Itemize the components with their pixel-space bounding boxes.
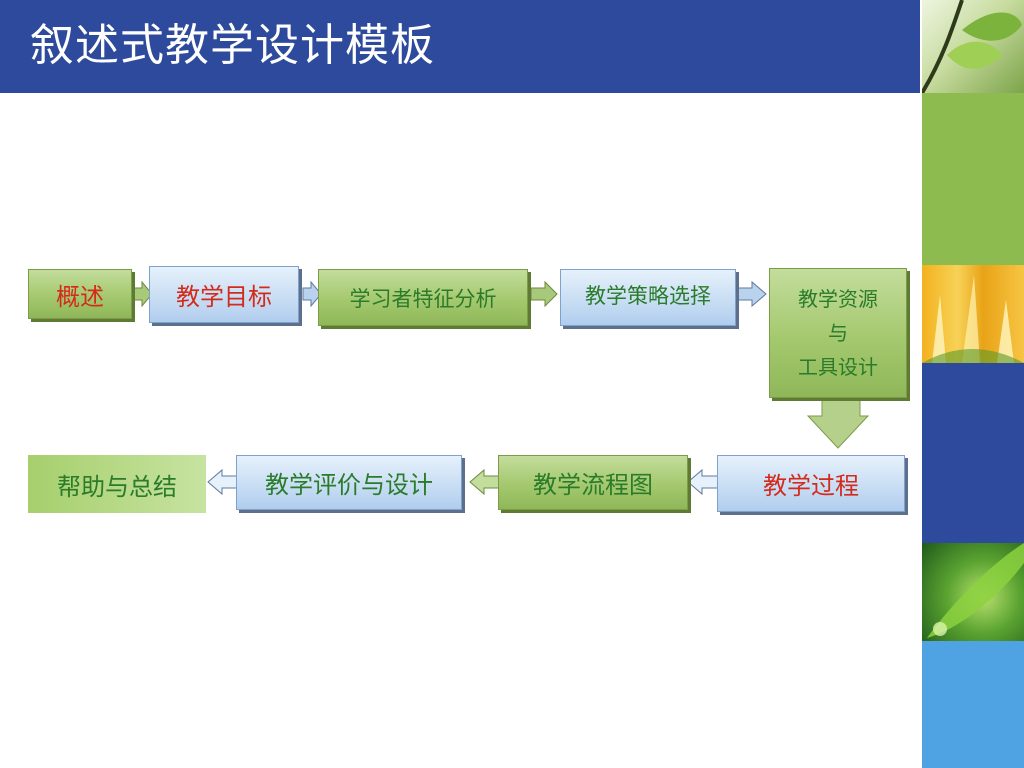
arrow-right-icon <box>530 280 558 308</box>
flow-box-teaching-flowchart[interactable]: 教学流程图 <box>498 455 688 510</box>
slide-title: 叙述式教学设计模板 <box>30 20 435 71</box>
flow-box-label: 概述 <box>56 282 104 311</box>
flow-box-strategy-selection[interactable]: 教学策略选择 <box>560 269 736 326</box>
connectors <box>133 280 870 496</box>
title-bar: 叙述式教学设计模板 <box>0 0 920 93</box>
flow-box-evaluation-design[interactable]: 教学评价与设计 <box>236 455 462 510</box>
flow-box-label: 教学流程图 <box>533 471 653 499</box>
flow-box-label-line: 与 <box>828 321 848 345</box>
flow-box-help-summary[interactable]: 帮助与总结 <box>28 455 206 513</box>
light-blue-block <box>922 641 1024 768</box>
flow-box-label-line: 工具设计 <box>798 355 878 379</box>
flow-box-learner-analysis[interactable]: 学习者特征分析 <box>318 269 528 326</box>
arrow-right-icon <box>302 280 322 308</box>
arrow-right-icon <box>133 280 153 308</box>
flow-box-label: 教学策略选择 <box>585 284 711 308</box>
green-block <box>922 93 1024 265</box>
arrow-right-icon <box>737 280 767 308</box>
flow-box-resource-design[interactable]: 教学资源 与 工具设计 <box>769 268 907 398</box>
leaf-image-top <box>922 0 1024 93</box>
flow-box-teaching-goals[interactable]: 教学目标 <box>149 266 299 323</box>
arrow-down-icon <box>806 397 870 449</box>
arrow-left-icon <box>207 468 239 496</box>
arrow-left-icon <box>469 468 501 496</box>
flower-image <box>922 265 1024 363</box>
blue-block <box>922 363 1024 543</box>
flow-box-label: 教学过程 <box>763 472 859 500</box>
flow-box-teaching-process[interactable]: 教学过程 <box>717 455 905 512</box>
flow-box-label: 帮助与总结 <box>57 472 177 501</box>
flow-box-label-line: 教学资源 <box>798 287 878 311</box>
flow-box-overview[interactable]: 概述 <box>28 269 132 319</box>
flow-box-label: 教学目标 <box>176 283 272 311</box>
flow-box-label: 教学评价与设计 <box>265 471 433 499</box>
arrow-left-icon <box>687 468 719 496</box>
flow-box-label: 学习者特征分析 <box>349 286 497 311</box>
leaf-drop-image <box>922 543 1024 641</box>
